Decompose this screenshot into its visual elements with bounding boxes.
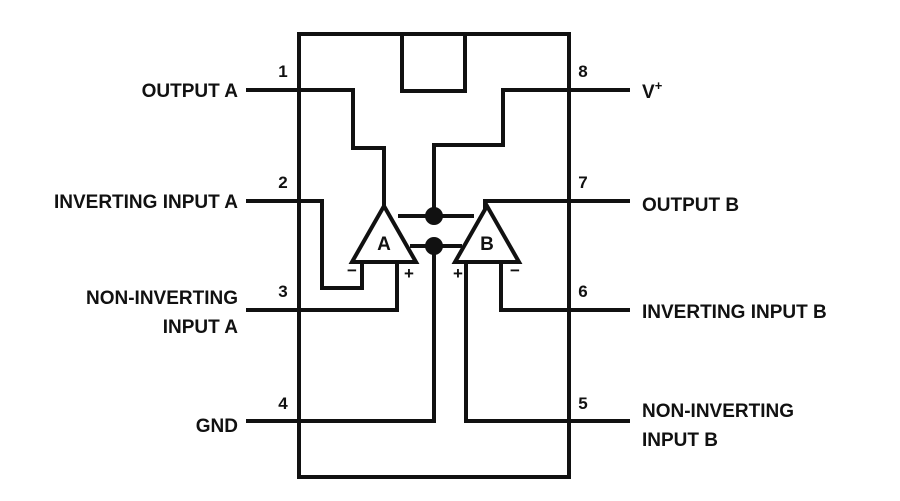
- amplifier-a-inverting-sign: −: [347, 261, 357, 280]
- amplifier-b-label: B: [480, 234, 494, 255]
- pin-3-number: 3: [278, 282, 287, 301]
- amplifier-b-inverting-sign: −: [510, 261, 520, 280]
- pin-8-label-superscript: +: [655, 78, 663, 93]
- junction-dot-gnd: [425, 237, 443, 255]
- pin-1-number: 1: [278, 62, 287, 81]
- amplifier-b-triangle: [451, 201, 523, 264]
- pin-6-label: INVERTING INPUT B: [642, 302, 827, 323]
- pin-5-label-line-1: NON-INVERTING: [642, 401, 794, 422]
- pin-7-label: OUTPUT B: [642, 195, 739, 216]
- wire-noninverting-b: [464, 262, 571, 423]
- pin-8-number: 8: [578, 62, 587, 81]
- amplifier-b-noninverting-sign: +: [453, 264, 463, 283]
- pin-5-number: 5: [578, 394, 587, 413]
- pin-8-label: V+: [642, 78, 663, 103]
- pin-6-number: 6: [578, 282, 587, 301]
- pin-4-label: GND: [196, 416, 238, 437]
- ic-notch: [400, 32, 467, 93]
- pin-labels-left: OUTPUT A INVERTING INPUT A NON-INVERTING…: [54, 81, 238, 437]
- junction-dot-supply: [425, 207, 443, 225]
- pin-labels-right: V+ OUTPUT B INVERTING INPUT B NON-INVERT…: [642, 78, 827, 451]
- pin-5-label-line-2: INPUT B: [642, 430, 718, 451]
- pin-3-label-line-2: INPUT A: [163, 317, 239, 338]
- pin-leads: [246, 88, 630, 423]
- amplifier-a-triangle: [348, 201, 420, 264]
- wire-noninverting-a: [297, 262, 399, 312]
- wire-output-b: [483, 199, 571, 209]
- amplifier-a-noninverting-sign: +: [404, 264, 414, 283]
- amplifier-a-label: A: [377, 234, 391, 255]
- wire-inverting-b: [499, 262, 571, 312]
- pin-numbers: 1 2 3 4 5 6 7 8: [278, 62, 587, 413]
- pin-1-label: OUTPUT A: [142, 81, 239, 102]
- pin-2-number: 2: [278, 173, 287, 192]
- pin-7-number: 7: [578, 173, 587, 192]
- wire-output-a: [297, 88, 386, 209]
- pin-2-label: INVERTING INPUT A: [54, 192, 238, 213]
- wire-gnd: [297, 244, 436, 423]
- wire-inverting-a: [297, 199, 364, 290]
- pin-8-label-v: V: [642, 82, 655, 103]
- wire-vplus: [432, 88, 571, 218]
- pin-3-label-line-1: NON-INVERTING: [86, 288, 238, 309]
- pin-4-number: 4: [278, 394, 288, 413]
